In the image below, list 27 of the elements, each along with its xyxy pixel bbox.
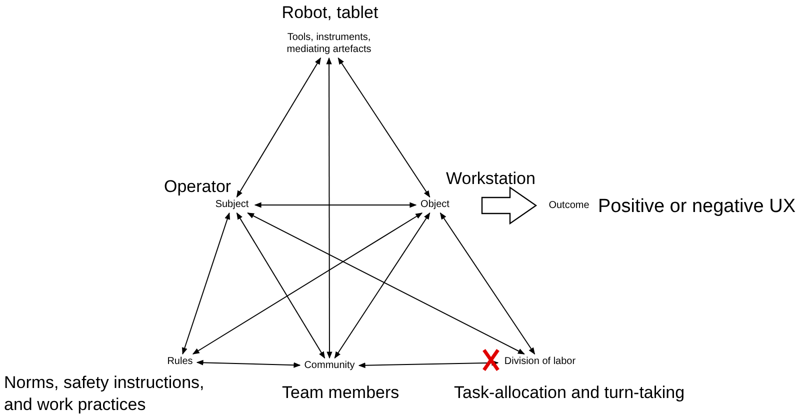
arrow (338, 57, 430, 198)
role-caption: Norms, safety instructions, and work practices (4, 372, 206, 416)
arrow (358, 360, 499, 368)
role-caption: Team members (282, 382, 400, 404)
role-caption: Robot, tablet (280, 2, 380, 24)
role-caption: Operator (164, 176, 232, 198)
block-arrow (481, 186, 538, 225)
role-caption: Task-allocation and turn-taking (454, 382, 686, 404)
role-caption: Workstation (446, 168, 536, 190)
arrow (182, 212, 230, 355)
arrow (247, 212, 525, 354)
concept-label: Subject (211, 199, 253, 211)
arrow (196, 360, 301, 368)
concept-label: Division of labor (500, 356, 580, 368)
concept-label: Tools, instruments, mediating artefacts (270, 32, 388, 56)
arrow (236, 57, 322, 198)
arrow (192, 212, 423, 354)
arrow (334, 212, 430, 359)
role-caption: Positive or negative UX (598, 196, 796, 218)
arrow (254, 202, 417, 208)
concept-label: Outcome (548, 200, 590, 212)
concept-label: Rules (165, 356, 195, 368)
concept-label: Object (418, 199, 452, 211)
concept-label: Community (302, 360, 357, 372)
arrow (236, 212, 326, 359)
arrow (440, 212, 536, 355)
arrow (326, 57, 332, 359)
